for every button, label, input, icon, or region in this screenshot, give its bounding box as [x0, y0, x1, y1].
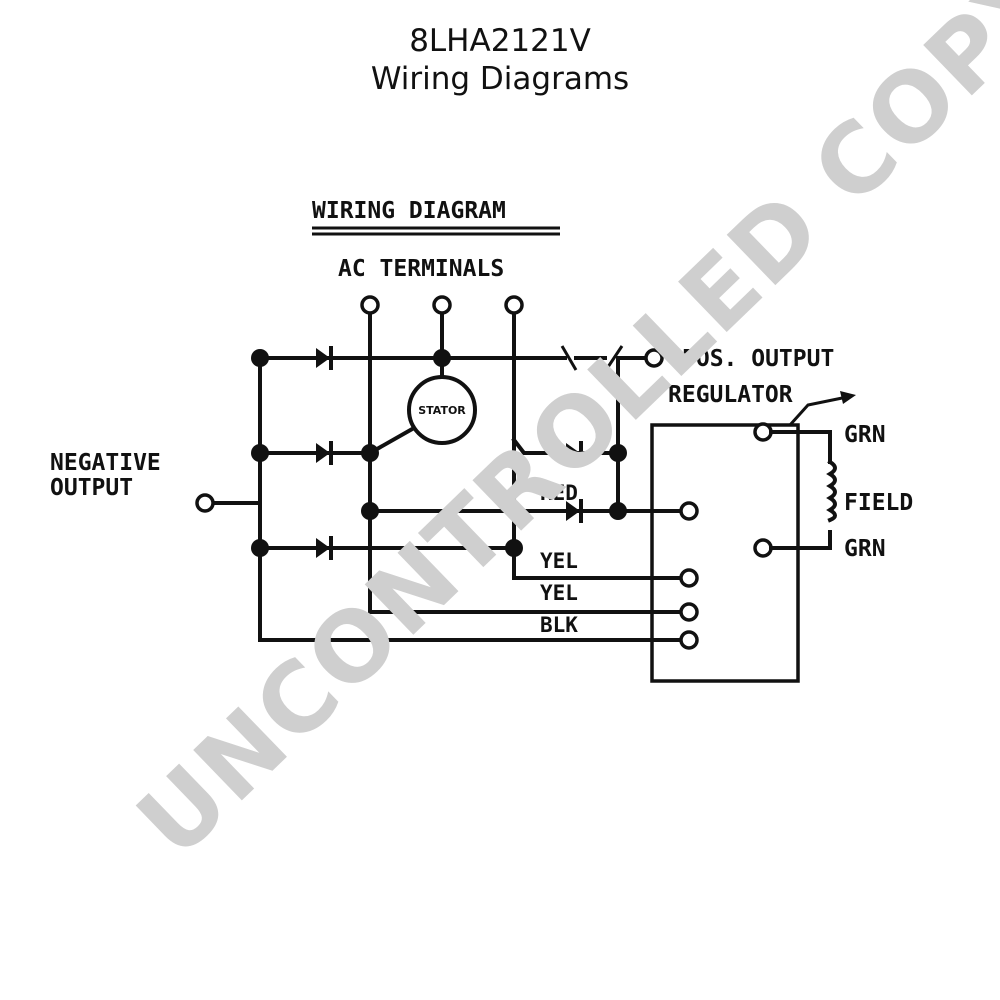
wire-label-blk: BLK	[540, 613, 578, 637]
wire-label-red: RED	[540, 481, 578, 505]
wire-label-yel-2: YEL	[540, 581, 578, 605]
node-neg-row2	[251, 444, 269, 462]
regulator-terminal-5	[679, 602, 699, 622]
page-header: 8LHA2121V Wiring Diagrams	[0, 22, 1000, 98]
node-ac1-row3	[361, 502, 379, 520]
page-subtitle: Wiring Diagrams	[370, 61, 630, 97]
regulator-label: REGULATOR	[668, 382, 793, 408]
node-neg-row1	[251, 349, 269, 367]
field-coil	[826, 459, 837, 523]
row2-right-wire	[511, 437, 620, 455]
field-terminal-top	[753, 422, 773, 442]
stator-label: STATOR	[418, 404, 466, 417]
node-pos-row3	[609, 502, 627, 520]
negative-output-terminal	[195, 493, 215, 513]
regulator-terminal-red	[679, 501, 699, 521]
pos-output-break-mark	[604, 345, 624, 371]
node-pos-row2	[609, 444, 627, 462]
diagram-title: WIRING DIAGRAM	[312, 198, 506, 224]
field-grn-top-label: GRN	[844, 422, 886, 448]
node-neg-row4	[251, 539, 269, 557]
wire-label-yel-1: YEL	[540, 549, 578, 573]
regulator-box	[650, 423, 800, 683]
field-grn-bottom-label: GRN	[844, 536, 886, 562]
field-terminal-bottom	[753, 538, 773, 558]
diode-row2-left	[316, 443, 330, 463]
regulator-leader-line	[788, 394, 853, 427]
node-ac3-row4	[505, 539, 523, 557]
ac-terminal-1	[360, 295, 380, 315]
node-stator-top	[433, 349, 451, 367]
negative-label-line2: OUTPUT	[50, 475, 133, 501]
negative-label-line1: NEGATIVE	[50, 450, 161, 476]
pos-output-terminal	[644, 348, 664, 368]
node-ac1-row2	[361, 444, 379, 462]
ac-terminal-3	[504, 295, 524, 315]
pos-output-label: POS. OUTPUT	[682, 346, 834, 372]
diode-top-left	[316, 348, 330, 368]
diode-row3-right	[566, 501, 580, 521]
regulator-terminal-blk	[679, 630, 699, 650]
stator-symbol	[407, 375, 477, 445]
model-number: 8LHA2121V	[409, 23, 591, 59]
diode-row2-right	[566, 443, 580, 463]
yel-wire	[512, 546, 684, 580]
regulator-terminal-yel	[679, 568, 699, 588]
ac-terminal-2	[432, 295, 452, 315]
regulator-leader-arrow	[840, 391, 856, 404]
diode-row4-left	[316, 538, 330, 558]
ac-terminals-label: AC TERMINALS	[338, 256, 504, 282]
top-rail-break-mark	[560, 345, 578, 371]
field-label: FIELD	[844, 490, 913, 516]
